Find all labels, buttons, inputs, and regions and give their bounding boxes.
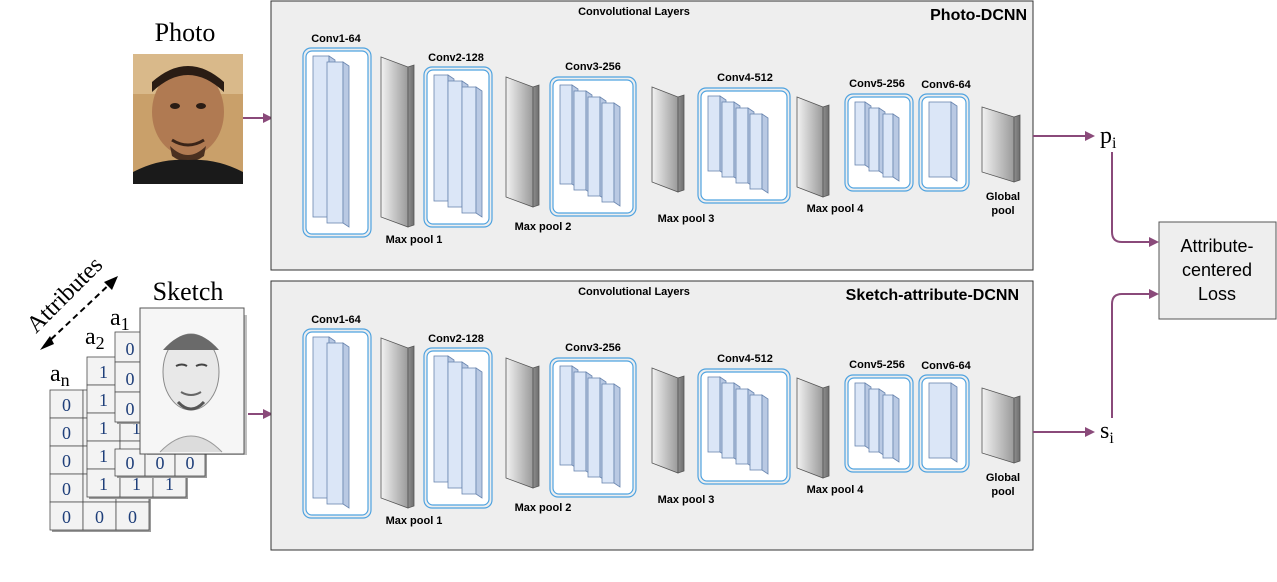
conv5-block [844, 93, 914, 192]
photo-label: Photo [155, 18, 216, 47]
layer-label-globalpool-1: Global [986, 472, 1020, 484]
s-to-loss-connector [1111, 289, 1159, 418]
layer-label-conv4: Conv4-512 [717, 72, 773, 84]
conv2-block [423, 66, 493, 228]
attr-label-a2: a2 [85, 324, 105, 353]
layer-label-conv2: Conv2-128 [428, 52, 484, 64]
attr-label-a1: a1 [110, 305, 130, 334]
conv1-block [302, 328, 372, 519]
attr-grid-back-value: 0 [95, 507, 104, 527]
loss-line-2: centered [1182, 260, 1252, 280]
layer-label-conv4: Conv4-512 [717, 353, 773, 365]
global-pool-block [981, 106, 1021, 183]
sketch-dcnn-panel: Convolutional Layers Sketch-attribute-DC… [270, 280, 1034, 551]
attr-grid-mid-value: 1 [99, 390, 108, 410]
layer-label-maxpool4: Max pool 4 [807, 484, 865, 496]
layer-label-maxpool1: Max pool 1 [386, 515, 443, 527]
sketch-image [139, 307, 247, 455]
layer-label-globalpool-2: pool [991, 486, 1014, 498]
attr-grid-mid-value: 1 [99, 446, 108, 466]
attr-grid-back-value: 0 [62, 451, 71, 471]
attr-grid-front-bottom-value: 0 [186, 453, 195, 473]
layer-label-conv2: Conv2-128 [428, 333, 484, 345]
loss-box: Attribute- centered Loss [1158, 221, 1277, 320]
maxpool2-block [505, 357, 540, 489]
attr-grid-back-cell [82, 501, 117, 531]
attr-grid-front-value: 0 [126, 399, 135, 419]
conv6-block [918, 374, 970, 473]
layer-label-conv6: Conv6-64 [921, 79, 971, 91]
attr-grid-front-bottom-value: 0 [156, 453, 165, 473]
conv6-block [918, 93, 970, 192]
loss-line-3: Loss [1198, 284, 1236, 304]
attr-grid-mid-value: 1 [132, 418, 141, 438]
attr-grid-back-value: 0 [62, 395, 71, 415]
conv5-block [844, 374, 914, 473]
sketch-network-title: Sketch-attribute-DCNN [846, 287, 1019, 304]
layer-label-globalpool-1: Global [986, 191, 1020, 203]
photo-image [133, 54, 243, 184]
attr-grid-mid-value: 1 [99, 474, 108, 494]
maxpool2-block [505, 76, 540, 208]
layer-label-maxpool4: Max pool 4 [807, 203, 865, 215]
conv2-block [423, 347, 493, 509]
maxpool3-block [651, 86, 685, 193]
attr-grid-back-cell [49, 473, 84, 503]
layer-label-maxpool3: Max pool 3 [658, 494, 715, 506]
p-to-loss-connector [1111, 152, 1159, 247]
attr-grid-mid-cell [86, 384, 121, 414]
attr-grid-back-value: 0 [62, 507, 71, 527]
layer-label-conv5: Conv5-256 [849, 78, 905, 90]
layer-label-conv3: Conv3-256 [565, 342, 621, 354]
maxpool3-block [651, 367, 685, 474]
global-pool-block [981, 387, 1021, 464]
attr-grid-back-cell [49, 417, 84, 447]
attr-grid-front-value: 0 [126, 369, 135, 389]
attr-grid-mid-cell [86, 412, 121, 442]
maxpool1-block [380, 56, 415, 228]
layer-label-globalpool-2: pool [991, 205, 1014, 217]
conv1-block [302, 47, 372, 238]
conv3-block [549, 357, 637, 498]
layer-label-maxpool1: Max pool 1 [386, 234, 443, 246]
photo-section-label: Convolutional Layers [578, 6, 690, 18]
attr-grid-back-value: 0 [62, 423, 71, 443]
conv4-block [697, 368, 791, 485]
attr-grid-mid-value: 1 [99, 418, 108, 438]
layer-label-conv5: Conv5-256 [849, 359, 905, 371]
attr-grid-front-value: 0 [126, 339, 135, 359]
attr-grid-back-value: 0 [128, 507, 137, 527]
maxpool4-block [796, 96, 830, 198]
conv4-block [697, 87, 791, 204]
layer-label-conv1: Conv1-64 [311, 33, 361, 45]
conv3-block [549, 76, 637, 217]
layer-label-maxpool2: Max pool 2 [515, 221, 572, 233]
sketch-feature-label: si [1100, 418, 1114, 447]
photo-dcnn-panel: Convolutional Layers Photo-DCNN Conv1-64… [270, 0, 1034, 271]
attributes-dashed-arrow [43, 279, 115, 347]
attr-grid-back-value: 0 [62, 479, 71, 499]
attr-grid-mid-value: 1 [99, 362, 108, 382]
attr-grid-mid-value: 1 [165, 474, 174, 494]
attr-grid-mid-cell [86, 440, 121, 470]
attr-grid-front-bottom-value: 0 [126, 453, 135, 473]
sketch-section-label: Convolutional Layers [578, 286, 690, 298]
maxpool4-block [796, 377, 830, 479]
layer-label-conv1: Conv1-64 [311, 314, 361, 326]
maxpool1-block [380, 337, 415, 509]
attr-label-an: an [50, 361, 70, 390]
layer-label-conv3: Conv3-256 [565, 61, 621, 73]
photo-network-title: Photo-DCNN [930, 7, 1027, 24]
layer-label-maxpool3: Max pool 3 [658, 213, 715, 225]
attr-grid-back-cell [115, 501, 150, 531]
photo-feature-label: pi [1100, 123, 1117, 152]
attr-grid-mid-value: 1 [132, 474, 141, 494]
loss-line-1: Attribute- [1180, 236, 1253, 256]
layer-label-maxpool2: Max pool 2 [515, 502, 572, 514]
sketch-label: Sketch [153, 277, 224, 306]
layer-label-conv6: Conv6-64 [921, 360, 971, 372]
